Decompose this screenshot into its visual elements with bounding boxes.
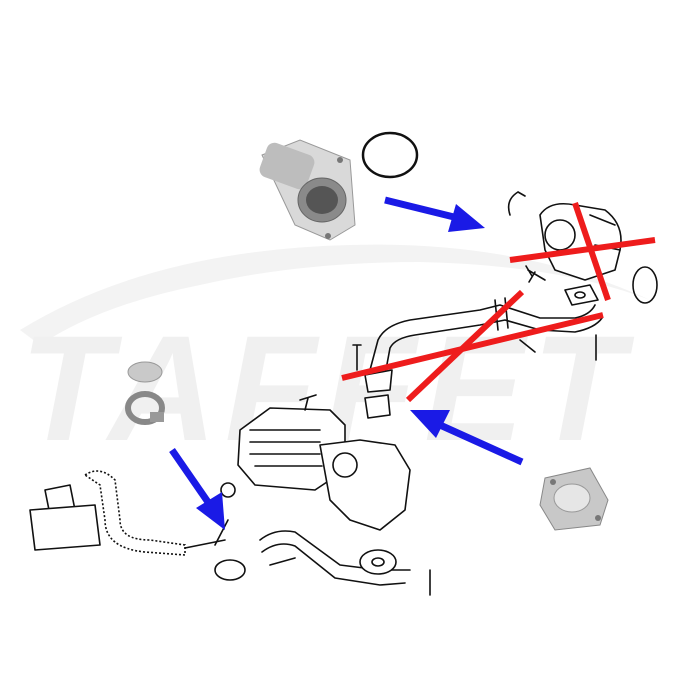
arrow-adapter-to-valve xyxy=(384,196,485,232)
egr-cooler xyxy=(214,394,431,596)
pipe-adapter xyxy=(259,139,356,241)
cross-out-egr-pipe xyxy=(341,289,604,403)
vacuum-actuator-hose xyxy=(29,470,226,556)
arrow-clamp-to-hose xyxy=(169,448,225,530)
arrow-plate-to-port xyxy=(410,410,524,466)
blanking-plate xyxy=(539,467,609,531)
blanking-cap xyxy=(127,361,163,383)
o-ring xyxy=(361,131,419,179)
egr-valve xyxy=(507,191,658,306)
egr-pipe xyxy=(352,297,603,419)
cross-out-egr-valve xyxy=(509,202,656,301)
hose-clamp xyxy=(125,391,165,425)
